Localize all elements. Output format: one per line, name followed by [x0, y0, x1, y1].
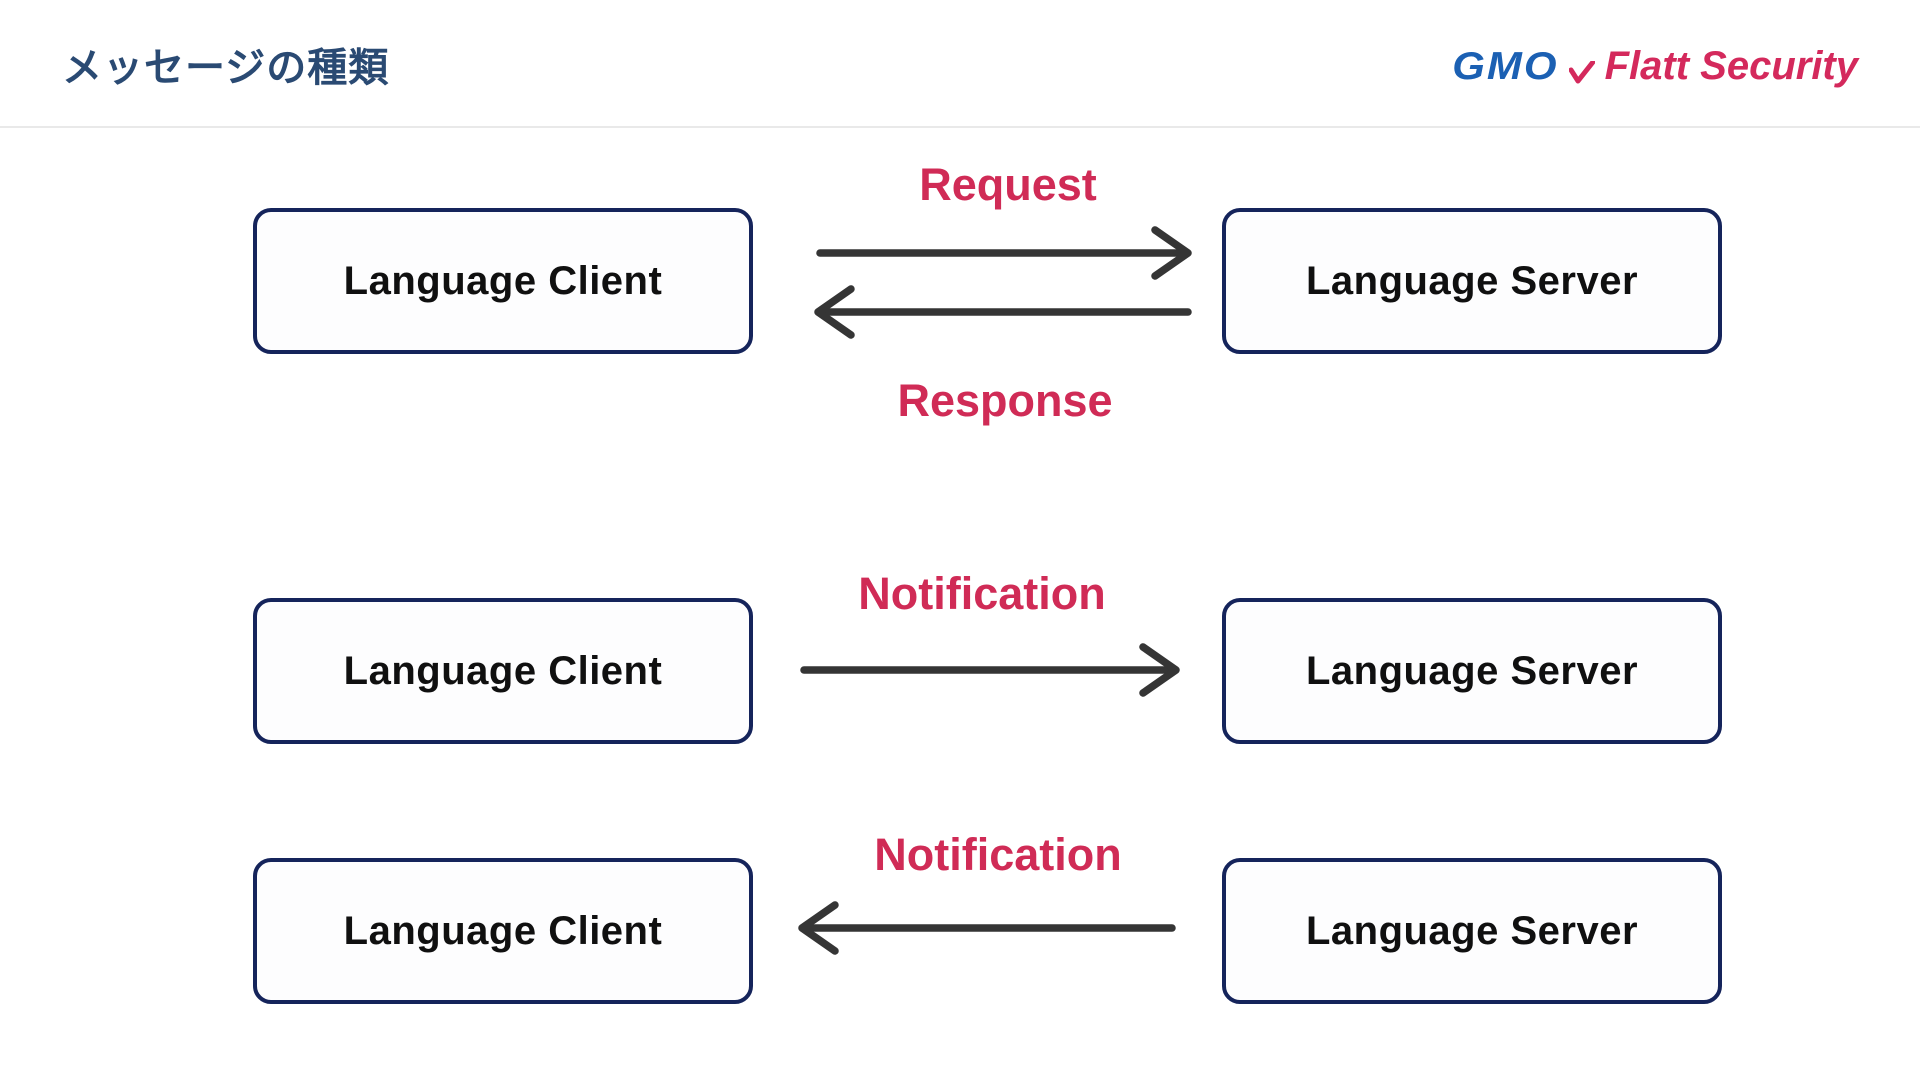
- language-client-label: Language Client: [343, 258, 663, 303]
- notification-arrow-right-icon: [800, 643, 1180, 697]
- header-divider: [0, 126, 1920, 128]
- page-title: メッセージの種類: [62, 46, 390, 90]
- language-server-box-row3: Language Server: [1222, 858, 1722, 1004]
- flatt-security-logo-text: Flatt Security: [1604, 44, 1858, 88]
- notification-label-row2: Notification: [858, 568, 1106, 619]
- language-server-label: Language Server: [1305, 648, 1639, 693]
- language-server-label: Language Server: [1305, 258, 1639, 303]
- language-client-box-row1: Language Client: [253, 208, 753, 354]
- request-label: Request: [919, 159, 1097, 210]
- language-server-label: Language Server: [1305, 908, 1639, 953]
- response-arrow-left-icon: [814, 285, 1192, 339]
- request-arrow-right-icon: [816, 226, 1192, 280]
- language-client-box-row2: Language Client: [253, 598, 753, 744]
- response-label: Response: [897, 375, 1113, 426]
- flatt-swoosh-icon: [1568, 61, 1595, 84]
- language-server-box-row1: Language Server: [1222, 208, 1722, 354]
- notification-arrow-left-icon: [798, 901, 1176, 955]
- language-server-box-row2: Language Server: [1222, 598, 1722, 744]
- company-logo: GMO Flatt Security: [1452, 40, 1858, 92]
- notification-label-row3: Notification: [874, 829, 1122, 880]
- gmo-logo-text: GMO: [1452, 43, 1559, 88]
- language-client-label: Language Client: [343, 908, 663, 953]
- language-client-label: Language Client: [343, 648, 663, 693]
- language-client-box-row3: Language Client: [253, 858, 753, 1004]
